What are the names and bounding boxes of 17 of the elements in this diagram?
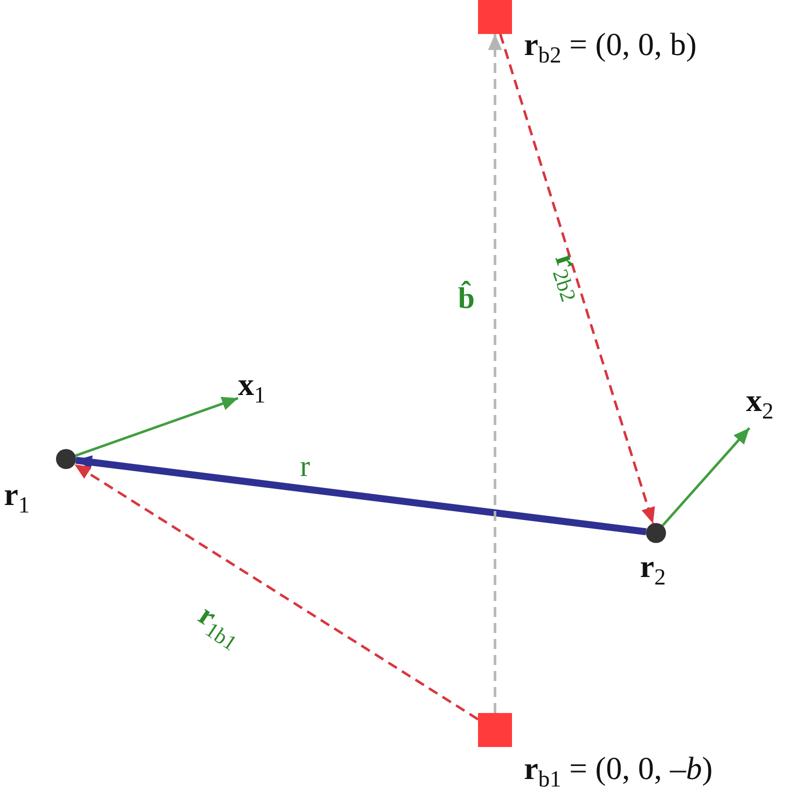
point-dot: [56, 449, 76, 469]
point-label: r$_{b2}$ = (0, 0, b): [524, 28, 697, 66]
arrow: [75, 455, 647, 536]
arrow: [74, 463, 479, 720]
point-label: r$_{1}$: [4, 478, 30, 516]
arrow: [662, 427, 750, 526]
point-square: [478, 713, 512, 747]
point-label: r$_{b1}$ = (0, 0, –b): [524, 752, 713, 790]
point-square: [478, 0, 512, 34]
point-dot: [646, 523, 666, 543]
arrow: [488, 34, 502, 713]
point-label: r$_{2}$: [640, 550, 666, 588]
edge-label: r: [300, 452, 310, 482]
arrow: [75, 396, 238, 457]
arrow: [499, 34, 655, 524]
vector-label: x$_{2}$: [746, 384, 792, 428]
vector-label: x$_{1}$: [238, 368, 284, 412]
